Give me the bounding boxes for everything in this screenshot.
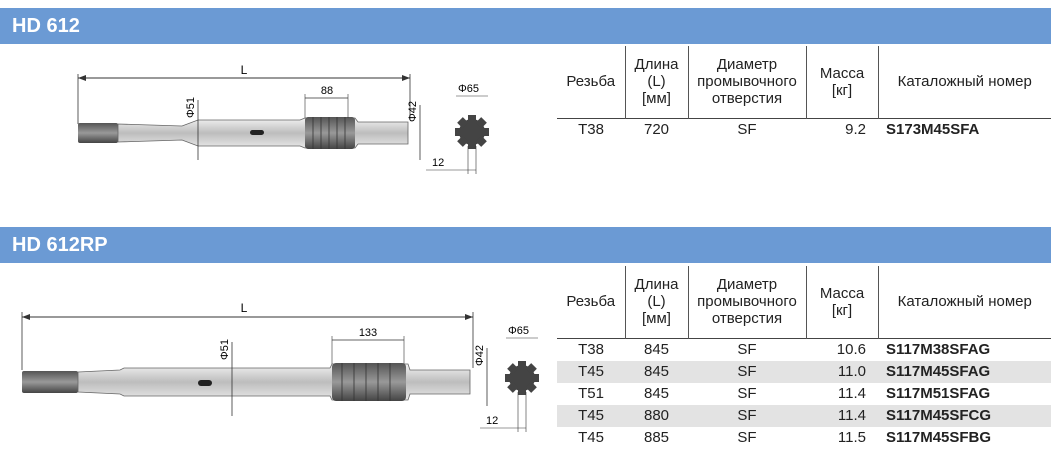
table-row: T38 720 SF 9.2 S173M45SFA xyxy=(557,118,1051,141)
cell-thread: T38 xyxy=(557,118,625,141)
cell-catalog: S117M38SFAG xyxy=(878,338,1051,361)
cell-flush: SF xyxy=(688,360,806,383)
shank-drawing-hd612rp: L Φ51 133 Φ42 Φ65 12 xyxy=(21,301,539,432)
cell-thread: T38 xyxy=(557,338,625,361)
section-title-hd612rp: HD 612RP xyxy=(0,227,1051,263)
d65-label: Φ65 xyxy=(458,83,479,95)
cell-catalog: S117M45SFCG xyxy=(878,404,1051,427)
cell-thread: T45 xyxy=(557,404,625,427)
d51-label: Φ51 xyxy=(185,97,197,118)
cell-flush: SF xyxy=(688,382,806,405)
d51-label: Φ51 xyxy=(219,339,231,360)
table-row: T45 845 SF 11.0 S117M45SFAG xyxy=(557,360,1051,383)
col-thread: Резьба xyxy=(566,293,616,311)
cell-thread: T45 xyxy=(557,426,625,449)
length-label: L xyxy=(241,301,248,315)
table-row: T45 880 SF 11.4 S117M45SFCG xyxy=(557,404,1051,427)
cell-length: 880 xyxy=(625,404,688,427)
cell-length: 845 xyxy=(625,360,688,383)
spec-table-hd612rp: Резьба Длина (L) [мм] Диаметр промывочно… xyxy=(557,266,1051,449)
cell-thread: T51 xyxy=(557,382,625,405)
cell-length: 885 xyxy=(625,426,688,449)
cell-mass: 11.0 xyxy=(806,360,878,383)
cell-flush: SF xyxy=(688,118,806,141)
cell-mass: 9.2 xyxy=(806,118,878,141)
col-flush-diameter: Диаметр промывочного отверстия xyxy=(687,46,806,118)
col-flush-diameter: Диаметр промывочного отверстия xyxy=(687,266,806,338)
cell-catalog: S173M45SFA xyxy=(878,118,1051,141)
cell-length: 845 xyxy=(625,382,688,405)
cell-length: 720 xyxy=(625,118,688,141)
col-length: Длина (L) [мм] xyxy=(624,266,688,338)
cell-mass: 11.4 xyxy=(806,404,878,427)
spline-length-label: 88 xyxy=(321,85,333,97)
slot-width-label: 12 xyxy=(432,157,444,169)
col-catalog-number: Каталожный номер xyxy=(877,46,1051,118)
cell-mass: 10.6 xyxy=(806,338,878,361)
table-row: T38 845 SF 10.6 S117M38SFAG xyxy=(557,338,1051,361)
col-length: Длина (L) [мм] xyxy=(624,46,688,118)
shank-drawing-hd612: L Φ51 88 Φ42 Φ65 12 xyxy=(77,63,489,174)
spline-length-label: 133 xyxy=(359,327,377,339)
cell-catalog: S117M45SFAG xyxy=(878,360,1051,383)
flush-hole-icon xyxy=(198,380,212,386)
cell-mass: 11.5 xyxy=(806,426,878,449)
spline-end-view-icon xyxy=(505,361,539,395)
slot-width-label: 12 xyxy=(486,415,498,427)
col-catalog-number: Каталожный номер xyxy=(877,266,1051,338)
cell-flush: SF xyxy=(688,404,806,427)
cell-length: 845 xyxy=(625,338,688,361)
spec-table-hd612: Резьба Длина (L) [мм] Диаметр промывочно… xyxy=(557,46,1051,141)
table-row: T45 885 SF 11.5 S117M45SFBG xyxy=(557,426,1051,449)
spline-end-view-icon xyxy=(455,115,489,149)
cell-catalog: S117M45SFBG xyxy=(878,426,1051,449)
cell-thread: T45 xyxy=(557,360,625,383)
col-mass: Масса [кг] xyxy=(805,46,878,118)
cell-flush: SF xyxy=(688,338,806,361)
d65-label: Φ65 xyxy=(508,325,529,337)
length-label: L xyxy=(241,63,248,77)
cell-flush: SF xyxy=(688,426,806,449)
section-title-hd612: HD 612 xyxy=(0,8,1051,44)
d42-label: Φ42 xyxy=(407,101,419,122)
d42-label: Φ42 xyxy=(474,345,486,366)
flush-hole-icon xyxy=(250,130,264,135)
col-thread: Резьба xyxy=(566,73,616,91)
cell-mass: 11.4 xyxy=(806,382,878,405)
cell-catalog: S117M51SFAG xyxy=(878,382,1051,405)
table-row: T51 845 SF 11.4 S117M51SFAG xyxy=(557,382,1051,405)
col-mass: Масса [кг] xyxy=(805,266,878,338)
